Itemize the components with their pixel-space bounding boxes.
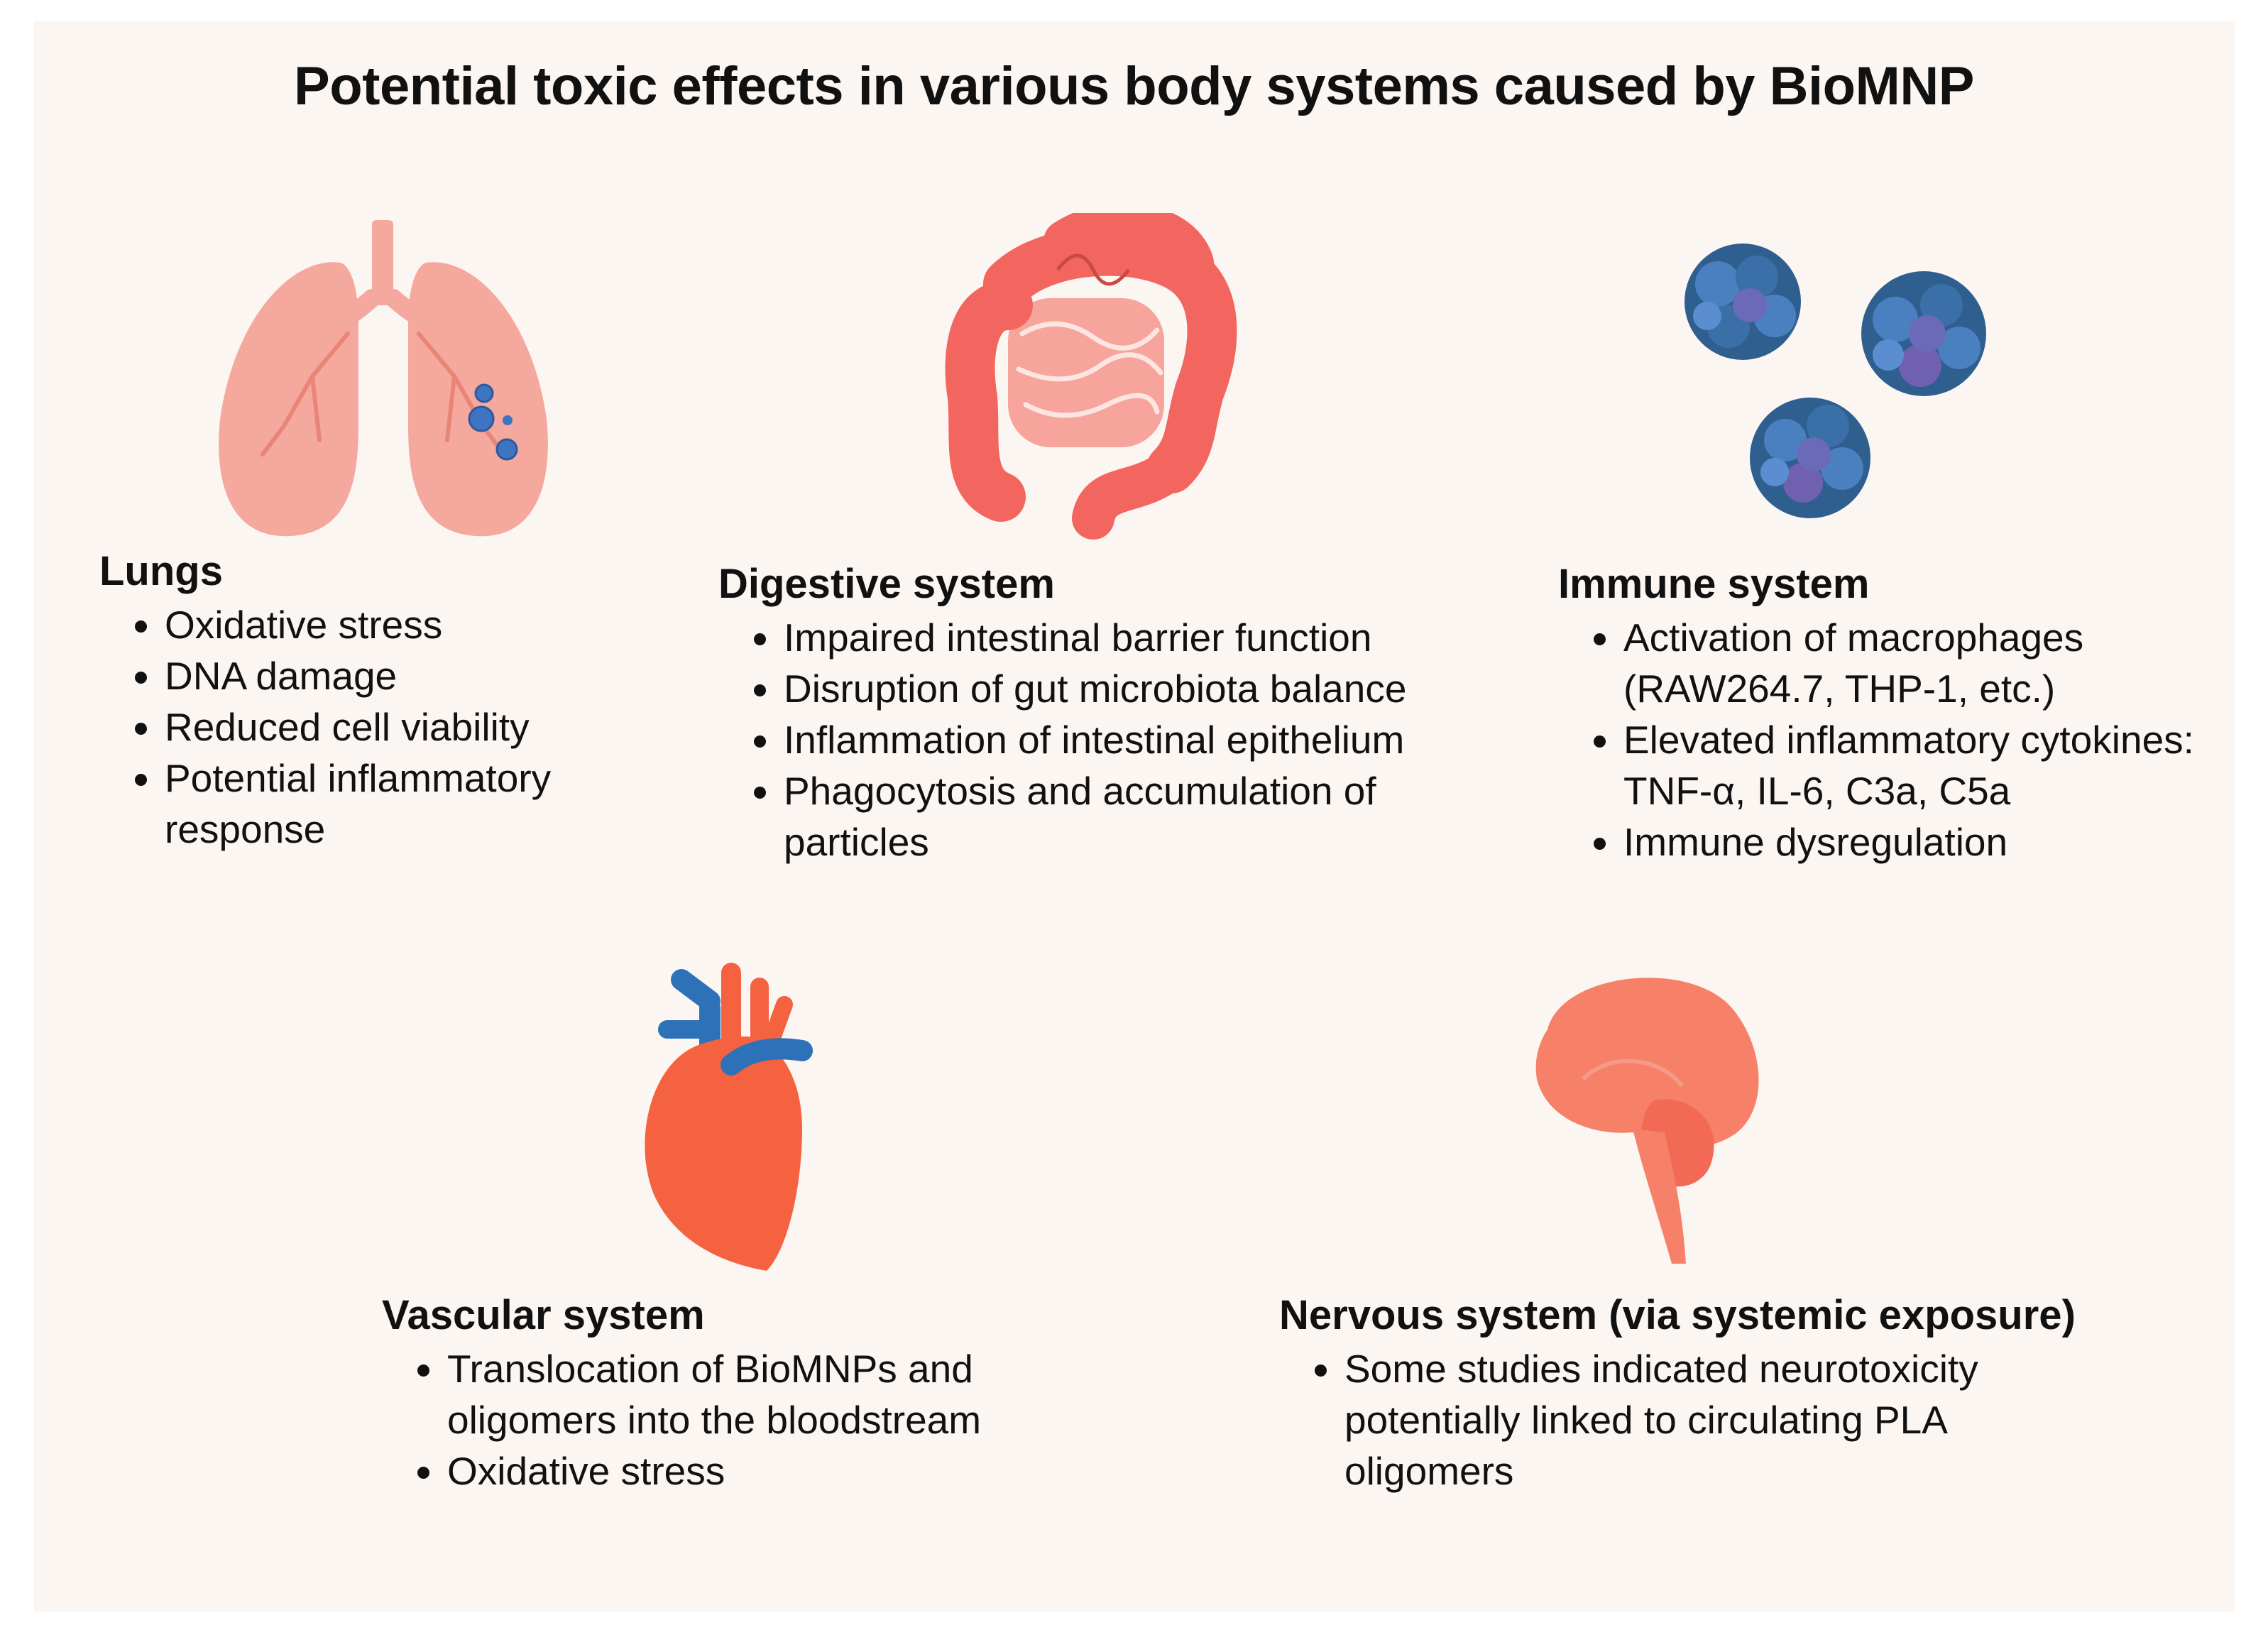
nervous-list: Some studies indicated neurotoxicity pot… [1279,1343,2131,1497]
immune-section: Immune system Activation of macrophages … [1558,559,2240,868]
list-item: Reduced cell viability [163,701,681,753]
list-item: Impaired intestinal barrier function [782,612,1556,663]
immune-cells-icon [1684,244,1986,518]
list-item: DNA damage [163,650,681,701]
list-item: Phagocytosis and accumulation of particl… [782,765,1494,868]
nervous-heading: Nervous system (via systemic exposure) [1279,1292,2076,1338]
lungs-heading: Lungs [99,548,223,594]
list-item: Disruption of gut microbiota balance [782,663,1556,714]
lungs-section: Lungs Oxidative stress DNA damage Reduce… [99,547,681,855]
vascular-list: Translocation of BioMNPs and oligomers i… [382,1343,1092,1497]
brain-icon [1535,978,1759,1264]
list-item: Translocation of BioMNPs and oligomers i… [446,1343,1092,1445]
digestive-section: Digestive system Impaired intestinal bar… [718,559,1556,868]
immune-heading: Immune system [1558,561,1870,607]
intestine-icon [945,213,1237,540]
list-item: Potential inflammatory response [163,753,591,855]
figure-panel [34,21,2235,1612]
list-item: Activation of macrophages (RAW264.7, THP… [1622,612,2240,714]
list-item: Inflammation of intestinal epithelium [782,714,1556,765]
digestive-heading: Digestive system [718,561,1055,607]
lungs-list: Oxidative stress DNA damage Reduced cell… [99,599,681,855]
figure-title: Potential toxic effects in various body … [294,56,1974,116]
vascular-section: Vascular system Translocation of BioMNPs… [382,1291,1092,1497]
list-item: Oxidative stress [163,599,681,650]
list-item: Oxidative stress [446,1445,1092,1497]
list-item: Elevated inflammatory cytokines: TNF-α, … [1622,714,2206,816]
digestive-list: Impaired intestinal barrier function Dis… [718,612,1556,868]
immune-list: Activation of macrophages (RAW264.7, THP… [1558,612,2240,868]
list-item: Immune dysregulation [1622,816,2240,868]
lungs-icon [219,220,548,537]
list-item: Some studies indicated neurotoxicity pot… [1343,1343,2054,1497]
nervous-section: Nervous system (via systemic exposure) S… [1279,1291,2131,1497]
vascular-heading: Vascular system [382,1292,705,1338]
heart-icon [645,963,813,1271]
